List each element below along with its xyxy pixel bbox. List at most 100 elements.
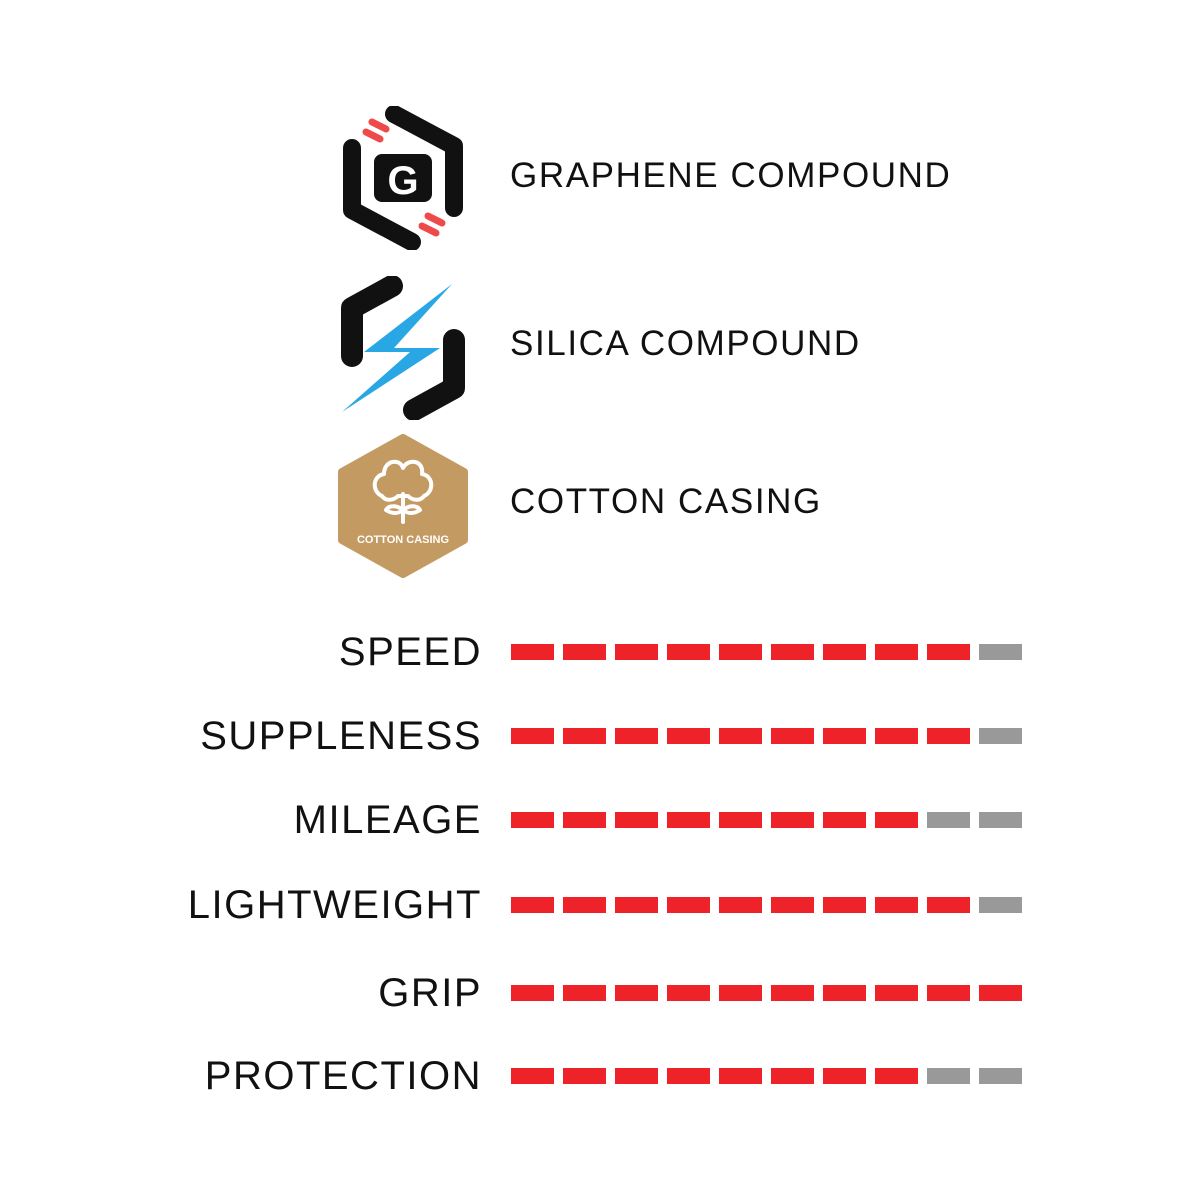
rating-dash-filled bbox=[875, 644, 918, 660]
silica-frame-bottom-right bbox=[403, 329, 465, 420]
cotton-badge-text: COTTON CASING bbox=[357, 534, 449, 546]
graphene-accent-stripe bbox=[418, 222, 440, 237]
rating-dash-filled bbox=[667, 812, 710, 828]
rating-row-mileage: MILEAGE bbox=[0, 790, 1200, 850]
rating-dash-filled bbox=[563, 985, 606, 1001]
rating-dash-filled bbox=[667, 1068, 710, 1084]
rating-bar bbox=[511, 1068, 1023, 1084]
silica-lightning-bolt bbox=[342, 284, 452, 412]
rating-dash-filled bbox=[615, 812, 658, 828]
rating-dash-filled bbox=[563, 644, 606, 660]
rating-dash-filled bbox=[511, 728, 554, 744]
rating-dash-empty bbox=[927, 812, 970, 828]
rating-label: LIGHTWEIGHT bbox=[187, 883, 482, 927]
rating-dash-filled bbox=[511, 644, 554, 660]
graphene-accent-stripe bbox=[368, 118, 390, 133]
rating-dash-filled bbox=[875, 985, 918, 1001]
rating-dash-filled bbox=[823, 644, 866, 660]
cotton-casing-icon: COTTON CASING bbox=[338, 434, 468, 578]
graphene-badge-letter: G bbox=[387, 159, 418, 203]
rating-dash-empty bbox=[979, 812, 1022, 828]
rating-dash-filled bbox=[771, 1068, 814, 1084]
graphene-letter-box bbox=[374, 154, 432, 202]
rating-bar bbox=[511, 812, 1023, 828]
rating-dash-filled bbox=[667, 728, 710, 744]
rating-dash-filled bbox=[719, 812, 762, 828]
rating-dash-filled bbox=[927, 985, 970, 1001]
feature-label-cotton: COTTON CASING bbox=[510, 482, 822, 521]
rating-row-grip: GRIP bbox=[0, 963, 1200, 1023]
rating-label: SUPPLENESS bbox=[200, 714, 482, 758]
rating-dash-filled bbox=[511, 897, 554, 913]
rating-dash-filled bbox=[771, 644, 814, 660]
rating-dash-filled bbox=[667, 985, 710, 1001]
rating-dash-empty bbox=[979, 1068, 1022, 1084]
rating-label: PROTECTION bbox=[204, 1054, 482, 1098]
rating-dash-filled bbox=[563, 812, 606, 828]
rating-bar bbox=[511, 728, 1023, 744]
rating-dash-filled bbox=[823, 985, 866, 1001]
rating-dash-empty bbox=[979, 897, 1022, 913]
rating-dash-filled bbox=[771, 728, 814, 744]
silica-frame-top-left bbox=[341, 276, 403, 367]
feature-graphene: G GRAPHENE COMPOUND bbox=[0, 106, 1200, 252]
rating-dash-filled bbox=[719, 1068, 762, 1084]
rating-dash-filled bbox=[719, 897, 762, 913]
rating-label: SPEED bbox=[338, 630, 482, 674]
rating-dash-filled bbox=[823, 897, 866, 913]
rating-dash-filled bbox=[615, 1068, 658, 1084]
rating-row-lightweight: LIGHTWEIGHT bbox=[0, 875, 1200, 935]
rating-dash-filled bbox=[563, 1068, 606, 1084]
rating-dash-empty bbox=[979, 644, 1022, 660]
rating-dash-filled bbox=[927, 644, 970, 660]
rating-dash-filled bbox=[875, 728, 918, 744]
rating-dash-filled bbox=[719, 985, 762, 1001]
rating-dash-filled bbox=[563, 897, 606, 913]
rating-dash-filled bbox=[875, 1068, 918, 1084]
rating-row-speed: SPEED bbox=[0, 622, 1200, 682]
rating-row-protection: PROTECTION bbox=[0, 1046, 1200, 1106]
rating-dash-empty bbox=[927, 1068, 970, 1084]
rating-dash-filled bbox=[875, 897, 918, 913]
rating-dash-filled bbox=[719, 644, 762, 660]
rating-label: MILEAGE bbox=[293, 798, 482, 842]
graphene-accent-stripe bbox=[424, 212, 446, 227]
silica-lightning-icon bbox=[341, 276, 465, 420]
rating-label: GRIP bbox=[378, 971, 482, 1015]
rating-dash-filled bbox=[875, 812, 918, 828]
rating-dash-filled bbox=[771, 985, 814, 1001]
rating-dash-filled bbox=[615, 985, 658, 1001]
rating-dash-filled bbox=[511, 812, 554, 828]
rating-dash-empty bbox=[979, 728, 1022, 744]
rating-row-suppleness: SUPPLENESS bbox=[0, 706, 1200, 766]
rating-dash-filled bbox=[979, 985, 1022, 1001]
rating-bar bbox=[511, 897, 1023, 913]
rating-dash-filled bbox=[823, 812, 866, 828]
rating-dash-filled bbox=[823, 728, 866, 744]
rating-dash-filled bbox=[927, 897, 970, 913]
rating-dash-filled bbox=[667, 644, 710, 660]
rating-dash-filled bbox=[563, 728, 606, 744]
rating-dash-filled bbox=[511, 1068, 554, 1084]
graphene-frame-left bbox=[343, 139, 421, 250]
feature-cotton: COTTON CASING COTTON CASING bbox=[0, 434, 1200, 580]
rating-dash-filled bbox=[667, 897, 710, 913]
graphene-accent-stripe bbox=[362, 128, 384, 143]
rating-dash-filled bbox=[511, 985, 554, 1001]
feature-label-silica: SILICA COMPOUND bbox=[510, 324, 861, 363]
rating-dash-filled bbox=[615, 897, 658, 913]
graphene-hex-icon: G bbox=[343, 106, 463, 250]
rating-dash-filled bbox=[719, 728, 762, 744]
rating-bar bbox=[511, 985, 1023, 1001]
rating-dash-filled bbox=[823, 1068, 866, 1084]
rating-dash-filled bbox=[771, 897, 814, 913]
rating-dash-filled bbox=[771, 812, 814, 828]
cotton-flower-icon bbox=[372, 459, 434, 524]
rating-dash-filled bbox=[615, 728, 658, 744]
graphene-frame-right bbox=[385, 106, 463, 217]
rating-dash-filled bbox=[927, 728, 970, 744]
rating-dash-filled bbox=[615, 644, 658, 660]
feature-silica: SILICA COMPOUND bbox=[0, 276, 1200, 422]
rating-bar bbox=[511, 644, 1023, 660]
feature-label-graphene: GRAPHENE COMPOUND bbox=[510, 156, 952, 195]
